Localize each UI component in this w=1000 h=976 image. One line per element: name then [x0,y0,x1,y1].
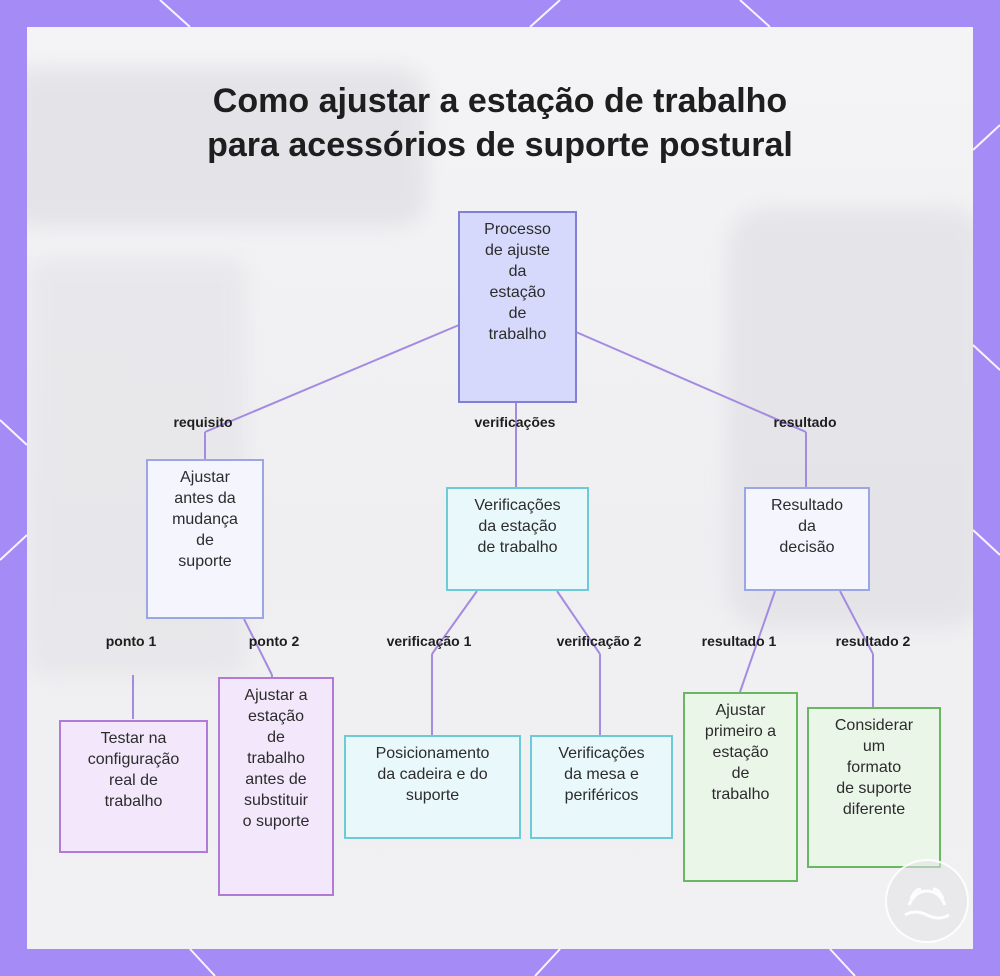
node-verificacoes: Verificações da estação de trabalho [446,487,589,591]
node-root-process: Processo de ajuste da estação de trabalh… [458,211,577,403]
edge-label-resultado-2: resultado 2 [835,633,911,649]
edge-label-ponto-2: ponto 2 [248,633,300,649]
node-verificacao-2: Verificações da mesa e periféricos [530,735,673,839]
node-resultado-2: Considerar um formato de suporte diferen… [807,707,941,868]
edge-label-resultado: resultado [773,414,837,430]
node-verificacao-1: Posicionamento da cadeira e do suporte [344,735,521,839]
edge-label-verificacoes: verificações [474,414,556,430]
edge-label-verificacao-2: verificação 2 [556,633,642,649]
connector-lines [132,324,874,735]
edge-label-verificacao-1: verificação 1 [386,633,472,649]
node-ponto-1: Testar na configuração real de trabalho [59,720,208,853]
title-line-1: Como ajustar a estação de trabalho [212,82,788,120]
node-resultado-1: Ajustar primeiro a estação de trabalho [683,692,798,882]
edge-label-resultado-1: resultado 1 [701,633,777,649]
node-ponto-2: Ajustar a estação de trabalho antes de s… [218,677,334,896]
logo-icon [885,859,969,943]
background-blur-shape [27,67,427,227]
edge-label-requisito: requisito [173,414,233,430]
diagram-card: Como ajustar a estação de trabalho para … [27,27,973,949]
node-requisito: Ajustar antes da mudança de suporte [146,459,264,619]
title-line-2: para acessórios de suporte postural [207,126,793,164]
edge-label-ponto-1: ponto 1 [105,633,157,649]
node-resultado: Resultado da decisão [744,487,870,591]
page-title: Como ajustar a estação de trabalho para … [27,79,973,167]
